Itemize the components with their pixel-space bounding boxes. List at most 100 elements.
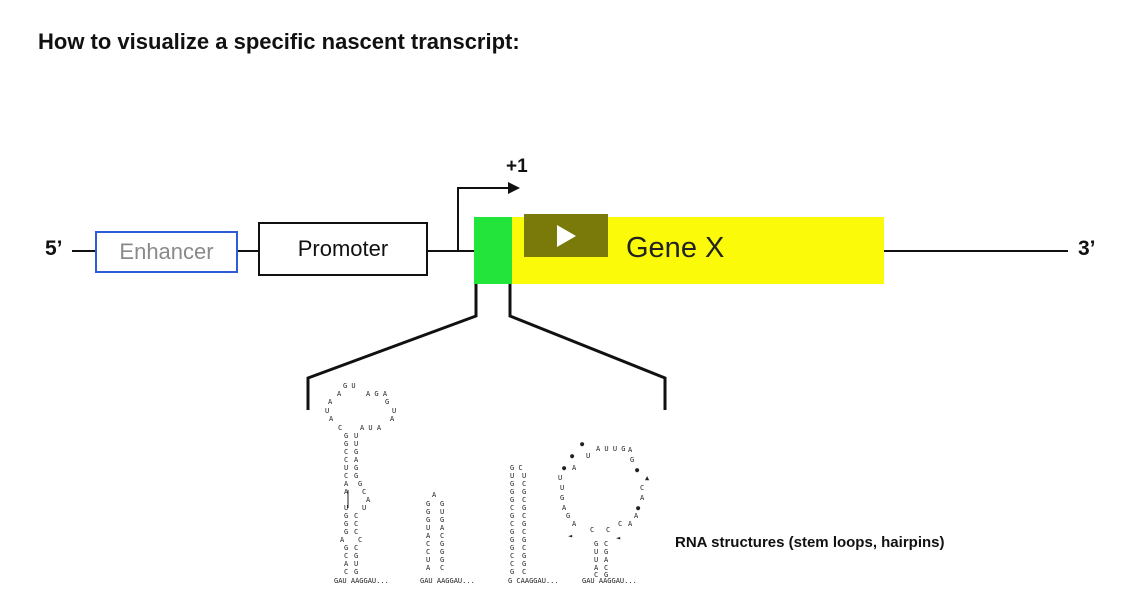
svg-text:U: U [426, 524, 430, 532]
svg-text:U: U [354, 560, 358, 568]
svg-text:G: G [522, 552, 526, 560]
svg-text:●: ● [580, 440, 585, 448]
svg-text:C: C [522, 480, 526, 488]
svg-text:U: U [594, 556, 598, 564]
svg-text:C: C [440, 564, 444, 572]
svg-text:C: C [522, 512, 526, 520]
promoter-box: Promoter [258, 222, 428, 276]
svg-text:G: G [522, 504, 526, 512]
svg-text:G: G [344, 512, 348, 520]
svg-text:G: G [426, 516, 430, 524]
svg-text:A: A [594, 564, 599, 572]
svg-text:●: ● [562, 464, 567, 472]
svg-text:G: G [510, 544, 514, 552]
gene-label: Gene X [626, 232, 725, 264]
svg-text:A: A [354, 456, 359, 464]
svg-text:A: A [572, 464, 577, 472]
svg-text:C: C [338, 424, 342, 432]
svg-text:C: C [594, 571, 598, 579]
svg-text:C: C [344, 456, 348, 464]
svg-text:C: C [510, 504, 514, 512]
enhancer-label: Enhancer [119, 239, 214, 264]
transcribed-region-highlight [474, 217, 512, 284]
svg-text:C: C [522, 528, 526, 536]
svg-text:▲: ▲ [645, 474, 650, 482]
svg-text:G: G [510, 512, 514, 520]
svg-text:G: G [440, 540, 444, 548]
svg-text:G: G [344, 440, 348, 448]
svg-text:A: A [344, 560, 349, 568]
svg-text:A: A [604, 556, 609, 564]
svg-text:G: G [522, 560, 526, 568]
svg-text:G: G [630, 456, 634, 464]
svg-text:A: A [562, 504, 567, 512]
svg-text:C: C [510, 520, 514, 528]
rna-seq-2: GAU AAGGAU... [420, 577, 475, 585]
svg-text:G: G [510, 528, 514, 536]
svg-text:◄: ◄ [616, 534, 621, 542]
svg-text:U: U [586, 452, 590, 460]
svg-text:G: G [594, 540, 598, 548]
svg-text:G: G [510, 568, 514, 576]
svg-text:A: A [328, 398, 333, 406]
svg-text:A U A: A U A [360, 424, 382, 432]
svg-text:C: C [362, 488, 366, 496]
svg-text:A: A [329, 415, 334, 423]
svg-text:U: U [344, 464, 348, 472]
svg-text:G: G [354, 464, 358, 472]
svg-text:G C: G C [510, 464, 523, 472]
svg-text:U: U [344, 504, 348, 512]
svg-text:C: C [344, 568, 348, 576]
svg-text:C: C [358, 536, 362, 544]
svg-text:C: C [426, 540, 430, 548]
svg-text:G: G [344, 528, 348, 536]
svg-text:●: ● [635, 466, 640, 474]
svg-text:G: G [522, 488, 526, 496]
svg-text:C: C [604, 564, 608, 572]
zoom-line-right [508, 284, 667, 410]
svg-text:G: G [426, 500, 430, 508]
svg-text:A: A [640, 494, 645, 502]
zoom-line-left [306, 284, 478, 410]
svg-text:G: G [522, 536, 526, 544]
promoter-label: Promoter [297, 236, 389, 261]
svg-text:U: U [440, 508, 444, 516]
svg-text:G: G [510, 536, 514, 544]
svg-text:A: A [337, 390, 342, 398]
page-title: How to visualize a specific nascent tran… [38, 29, 520, 54]
svg-text:U: U [354, 440, 358, 448]
svg-text:C: C [522, 496, 526, 504]
svg-text:G: G [344, 432, 348, 440]
svg-text:A: A [426, 532, 431, 540]
svg-text:U: U [510, 472, 514, 480]
svg-text:G: G [354, 448, 358, 456]
svg-text:C: C [354, 544, 358, 552]
svg-text:A: A [432, 491, 437, 499]
svg-text:C: C [426, 548, 430, 556]
rna-seq-1: GAU AAGGAU... [334, 577, 389, 585]
svg-text:U: U [558, 474, 562, 482]
svg-text:A: A [628, 446, 633, 454]
svg-text:G U: G U [343, 382, 356, 390]
svg-text:U: U [392, 407, 396, 415]
svg-text:C: C [354, 528, 358, 536]
svg-text:G: G [560, 494, 564, 502]
svg-text:A: A [634, 512, 639, 520]
svg-text:A: A [340, 536, 345, 544]
svg-text:G: G [440, 556, 444, 564]
three-prime-end-label: 3’ [1078, 237, 1096, 260]
svg-text:C: C [604, 540, 608, 548]
svg-text:C: C [344, 472, 348, 480]
rna-seq-3: G CAAGGAU... [508, 577, 559, 585]
svg-text:C: C [354, 512, 358, 520]
svg-text:G: G [510, 488, 514, 496]
svg-text:A: A [344, 480, 349, 488]
svg-text:C: C [606, 526, 610, 534]
svg-text:G: G [385, 398, 389, 406]
svg-text:U: U [594, 548, 598, 556]
svg-text:G: G [510, 480, 514, 488]
play-button[interactable] [524, 214, 608, 257]
